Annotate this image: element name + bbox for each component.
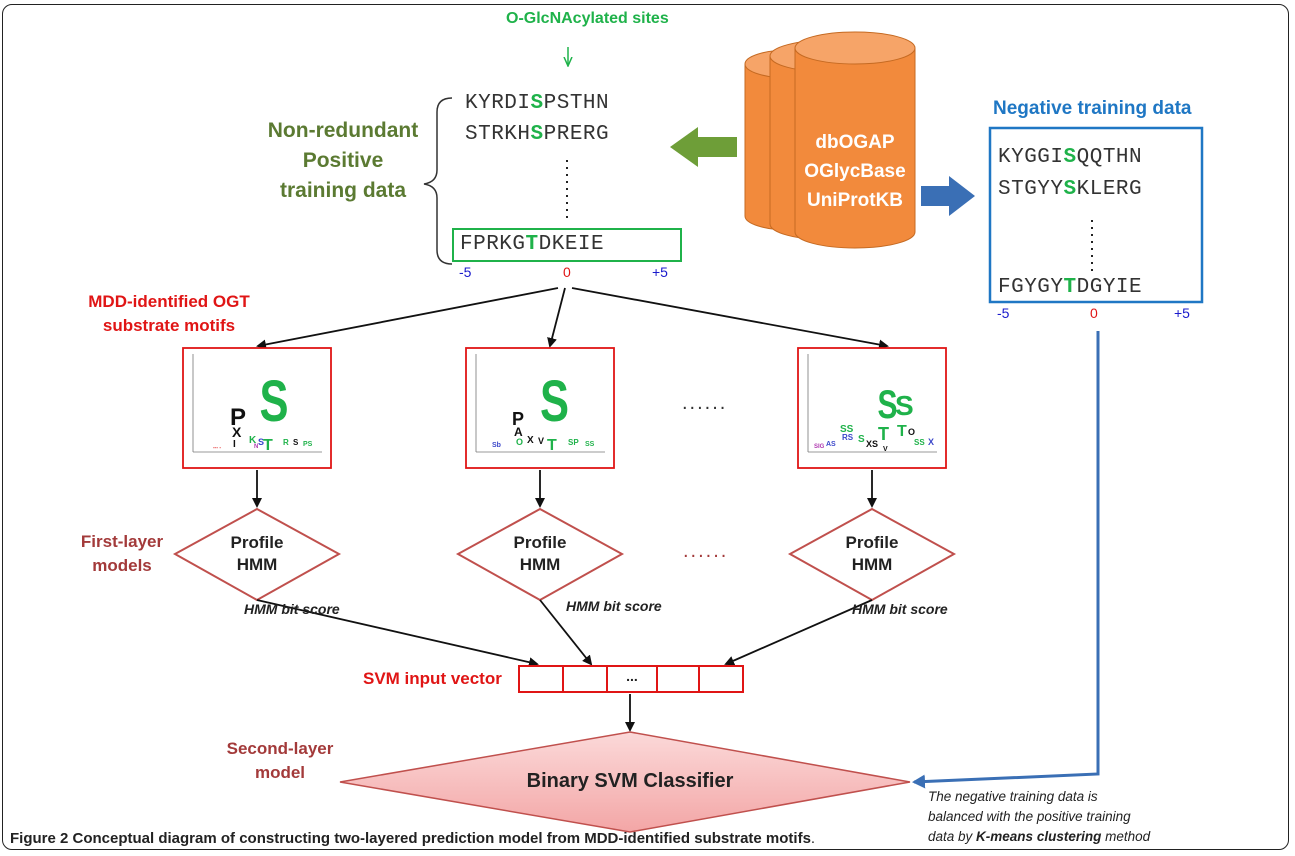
svg-text:O: O [908, 427, 915, 437]
positive-highlight-box [452, 228, 682, 262]
motif-box-3 [797, 347, 947, 469]
negative-seq-2: STGYYSKLERG [998, 178, 1143, 201]
svg-text:S: S [878, 383, 898, 427]
svm-input-label: SVM input vector [363, 669, 502, 688]
svg-text:P: P [230, 404, 246, 431]
svg-text:S: S [258, 437, 264, 447]
negative-title: Negative training data [993, 98, 1192, 119]
positive-seq-3: FPRKGTDKEIE [460, 233, 605, 256]
svg-text:T: T [878, 424, 889, 444]
figure-frame [2, 4, 1289, 850]
svg-text:RS: RS [842, 433, 854, 442]
svg-text:P: P [512, 409, 524, 429]
svg-text:X: X [928, 437, 934, 447]
motif-box-1 [182, 347, 332, 469]
svg-text:SIG: SIG [814, 444, 825, 450]
green-block-arrow [670, 127, 737, 167]
svg-text:X: X [527, 435, 534, 446]
motif-logo-1: P X I K S N S T R S PS --- - [192, 354, 322, 454]
svg-text:PS: PS [303, 441, 313, 448]
svg-text:SS: SS [914, 438, 925, 447]
sites-label: O-GlcNAcylated sites [506, 10, 669, 27]
svm-cell-2 [562, 665, 608, 693]
motif-box-2 [465, 347, 615, 469]
svg-text:S: S [293, 438, 299, 447]
svg-text:K: K [249, 435, 257, 446]
hmm-label-1: Profile HMM [230, 533, 284, 574]
svg-text:S: S [260, 369, 289, 433]
svg-text:SS: SS [585, 441, 595, 448]
motif-ellipsis: ...... [682, 392, 728, 414]
svm-input-vector [518, 665, 744, 693]
hmm-score-label-1: HMM bit score [244, 601, 340, 617]
svg-text:AS: AS [826, 441, 836, 448]
svm-cell-4 [656, 665, 700, 693]
svg-text:N: N [254, 444, 258, 450]
svg-text:Sb: Sb [492, 442, 501, 449]
arrow-hmm2-svm [539, 599, 593, 666]
blue-block-arrow [921, 176, 975, 216]
svg-text:O: O [516, 437, 523, 447]
figure-caption: Figure 2 Conceptual diagram of construct… [10, 830, 816, 847]
negative-seq-3: FGYGYTDGYIE [998, 276, 1143, 299]
arrow-hmm1-svm [256, 599, 539, 668]
hmm-score-label-2: HMM bit score [566, 598, 662, 614]
svg-text:V: V [883, 446, 888, 453]
svg-text:S: S [858, 434, 865, 445]
svm-classifier-diamond [339, 731, 911, 833]
negative-box [988, 126, 1204, 304]
hmm-score-label-3: HMM bit score [852, 601, 948, 617]
svg-text:SS: SS [840, 424, 854, 435]
svg-text:T: T [547, 437, 557, 454]
svg-text:T: T [263, 437, 273, 454]
positive-seq-2: STRKHSPRERG [465, 123, 610, 146]
svg-text:XS: XS [866, 439, 878, 449]
svg-text:S: S [895, 390, 914, 421]
classifier-label: Binary SVM Classifier [526, 770, 734, 792]
negative-note: The negative training data is balanced w… [928, 789, 1151, 844]
hmm-label-2: Profile HMM [513, 533, 567, 574]
svg-text:SP: SP [568, 438, 579, 447]
positive-tick-left: -5 [459, 264, 472, 280]
database-icon [744, 31, 916, 249]
svg-text:--- -: --- - [213, 445, 221, 451]
svg-text:A: A [514, 425, 523, 439]
hmm-label-3: Profile HMM [845, 533, 899, 574]
svm-cell-ellipsis: ... [626, 668, 638, 684]
arrow-to-motif-2 [547, 287, 566, 348]
svg-text:R: R [283, 438, 289, 447]
svm-cell-3 [606, 665, 658, 693]
positive-title: Non-redundant Positive training data [267, 119, 419, 202]
svg-text:S: S [540, 369, 569, 433]
negative-seq-1: KYGGISQQTHN [998, 146, 1143, 169]
svg-text:V: V [538, 436, 544, 446]
database-label: dbOGAP OGlycBase UniProtKB [804, 132, 906, 211]
hmm-ellipsis: ...... [683, 540, 729, 562]
arrow-to-motif-3 [571, 287, 889, 350]
first-layer-label: First-layer models [80, 532, 164, 575]
arrow-to-motif-1 [256, 287, 559, 350]
negative-tick-center: 0 [1090, 305, 1098, 321]
positive-brace [423, 97, 453, 265]
arrow-hmm3-svm [724, 599, 873, 666]
negative-tick-left: -5 [997, 305, 1010, 321]
svg-text:T: T [897, 423, 907, 440]
svg-text:I: I [233, 439, 236, 450]
svm-cell-5 [698, 665, 744, 693]
motif-logo-2: P A O X V S T SP SS Sb [475, 354, 605, 454]
motif-logo-3: S S T T O SS X SS RS S XS AS SIG V [807, 354, 937, 453]
positive-seq-1: KYRDISPSTHN [465, 92, 610, 115]
positive-tick-right: +5 [652, 264, 668, 280]
positive-tick-center: 0 [563, 264, 571, 280]
svg-text:X: X [232, 424, 242, 440]
motif-label: MDD-identified OGT substrate motifs [88, 292, 250, 335]
negative-to-classifier-arrow [912, 331, 1100, 789]
second-layer-label: Second-layer model [226, 739, 334, 782]
negative-tick-right: +5 [1174, 305, 1190, 321]
svm-cell-1 [518, 665, 564, 693]
